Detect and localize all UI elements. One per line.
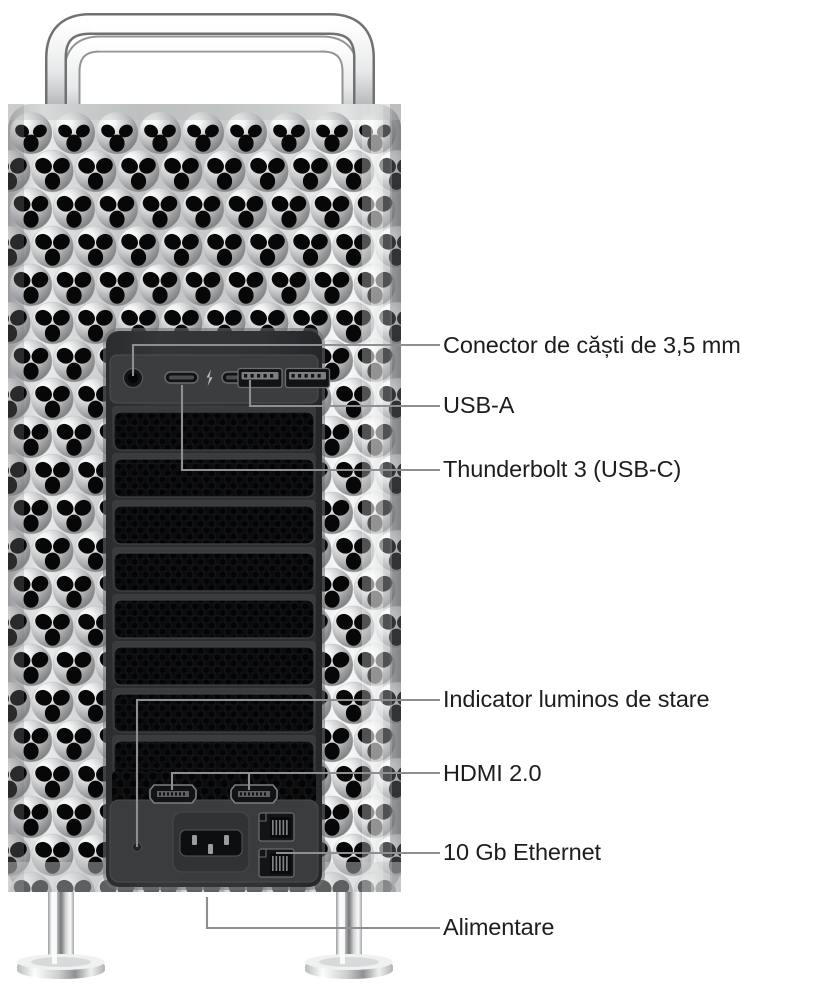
- foot: [17, 892, 105, 979]
- leader-line-thunderbolt-3: [180, 385, 440, 472]
- leader-line-usb-a: [248, 380, 440, 408]
- leader-line-power: [205, 897, 440, 930]
- pcie-slot-cover: [112, 500, 316, 550]
- leader-line-headphone-jack: [131, 343, 440, 376]
- callout-label-power: Alimentare: [443, 914, 555, 940]
- usb-a-port: [284, 367, 331, 389]
- feet: [17, 892, 393, 979]
- usb-c-port: [164, 371, 199, 384]
- hdmi-port: [230, 784, 278, 804]
- callout-label-10-gb-ethernet: 10 Gb Ethernet: [443, 839, 601, 865]
- headphone-jack-port: [122, 367, 144, 389]
- thunderbolt-bolt-icon: [206, 369, 213, 386]
- pcie-slot-cover: [112, 547, 316, 597]
- pcie-slot-cover: [112, 453, 316, 503]
- hdmi-port: [149, 784, 197, 804]
- ethernet-port: [258, 848, 295, 878]
- callout-label-status-indicator-light: Indicator luminos de stare: [443, 686, 710, 712]
- rear-io-panel: [103, 328, 331, 890]
- leader-line-status-indicator-light: [135, 698, 440, 847]
- ethernet-port: [258, 812, 295, 842]
- callout-label-hdmi-2-0: HDMI 2.0: [443, 760, 542, 786]
- leader-line-hdmi-2-0: [170, 771, 440, 790]
- power-inlet: [172, 811, 250, 873]
- callout-label-usb-a: USB-A: [443, 392, 515, 418]
- pcie-slot-cover: [112, 641, 316, 691]
- callout-label-headphone-jack: Conector de căști de 3,5 mm: [443, 332, 741, 358]
- callout-leader-lines: [131, 343, 440, 930]
- pcie-slot-cover: [112, 406, 316, 456]
- callout-label-thunderbolt-3: Thunderbolt 3 (USB-C): [443, 456, 682, 482]
- pcie-slot-cover: [112, 594, 316, 644]
